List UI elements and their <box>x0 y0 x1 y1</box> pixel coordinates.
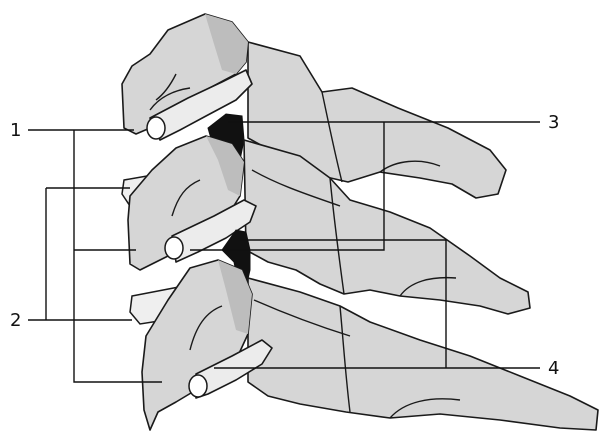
lower-rod-end <box>189 375 207 397</box>
upper-rod-end <box>147 117 165 139</box>
label-3: 3 <box>548 112 559 133</box>
label-4: 4 <box>548 358 559 379</box>
lower-spinous-process <box>248 278 598 430</box>
leader-2 <box>28 188 132 320</box>
label-2: 2 <box>10 310 21 331</box>
middle-rod-end <box>165 237 183 259</box>
label-1: 1 <box>10 120 21 141</box>
